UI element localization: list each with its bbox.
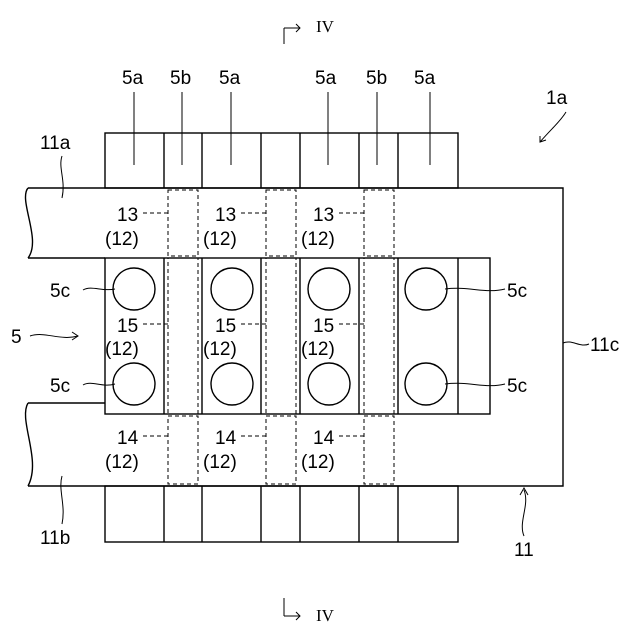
zone14-ref-1: (12) (105, 452, 139, 473)
terminals (113, 268, 447, 405)
terminal-label-left-top: 5c (50, 281, 70, 302)
zone13-num-1: 13 (117, 205, 138, 226)
section-marker-top: IV (284, 17, 335, 44)
zone14-num-1: 14 (117, 428, 139, 449)
zone-labels-top: 13 (12) 13 (12) 13 (12) (105, 205, 364, 250)
cell-label-4: 5a (315, 68, 337, 89)
cell-label-3: 5a (219, 68, 241, 89)
zone13-num-2: 13 (215, 205, 236, 226)
zone-labels-mid: 15 (12) 15 (12) 15 (12) (105, 316, 364, 360)
cell-label-5: 5b (366, 68, 387, 89)
section-marker-bottom: IV (284, 598, 335, 625)
module-label-group: 5 (11, 327, 78, 348)
busbar-label: 11 (514, 540, 534, 561)
cell-label-1: 5a (122, 68, 144, 89)
zone14-ref-3: (12) (301, 452, 335, 473)
zone15-ref-2: (12) (203, 339, 237, 360)
busbar-bottom-label: 11b (40, 528, 70, 549)
zone13-ref-2: (12) (203, 229, 237, 250)
assembly-label: 1a (546, 88, 568, 109)
zone15-num-2: 15 (215, 316, 236, 337)
bottom-cell-strips (105, 486, 458, 542)
zone14-ref-2: (12) (203, 452, 237, 473)
battery-module (105, 258, 490, 414)
zone14-num-3: 14 (313, 428, 335, 449)
cell-label-6: 5a (414, 68, 436, 89)
cell-label-2: 5b (170, 68, 191, 89)
module-label: 5 (11, 327, 22, 348)
zone15-ref-3: (12) (301, 339, 335, 360)
zone15-num-3: 15 (313, 316, 334, 337)
zone13-num-3: 13 (313, 205, 334, 226)
terminal-label-right-top: 5c (507, 281, 527, 302)
zone15-num-1: 15 (117, 316, 138, 337)
zone13-ref-1: (12) (105, 229, 139, 250)
zone13-ref-3: (12) (301, 229, 335, 250)
section-label-top: IV (316, 17, 335, 36)
zone15-ref-1: (12) (105, 339, 139, 360)
busbar-top-label: 11a (40, 133, 71, 154)
zone14-num-2: 14 (215, 428, 237, 449)
assembly-label-group: 1a (540, 88, 568, 142)
zone-labels-bottom: 14 (12) 14 (12) 14 (12) (105, 428, 364, 473)
cell-labels-top: 5a 5b 5a 5a 5b 5a (122, 68, 436, 165)
terminal-label-left-bottom: 5c (50, 376, 70, 397)
section-label-bottom: IV (316, 606, 335, 625)
terminal-label-right-bottom: 5c (507, 376, 527, 397)
top-cell-strips (105, 133, 458, 188)
busbar-side-label: 11c (590, 335, 619, 356)
